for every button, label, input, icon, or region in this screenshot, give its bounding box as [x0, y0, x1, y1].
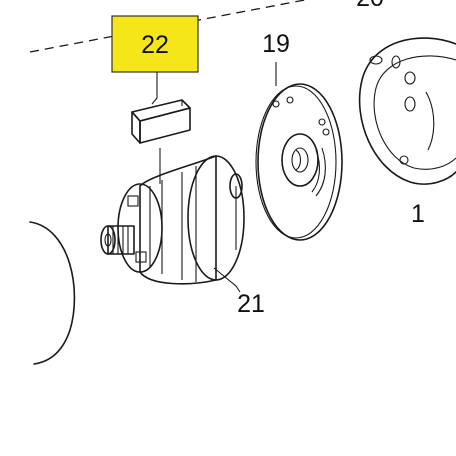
part-22-key[interactable] [131, 99, 191, 144]
part-20-gasket[interactable] [358, 37, 456, 185]
callout-22-highlight-box [111, 15, 199, 73]
callout-22-label: 22 [141, 31, 169, 59]
part-19-end-plate[interactable] [255, 83, 343, 241]
callout-21-label: 21 [237, 290, 265, 318]
callout-21-leader [213, 267, 241, 293]
callout-19-label: 19 [262, 30, 290, 58]
assembly-axis-dashed-line [29, 0, 309, 53]
callout-22-leader [151, 72, 158, 105]
motor-housing-partial [29, 221, 76, 365]
callout-22-group[interactable]: 22 [111, 15, 199, 73]
callout-20-label: 20 [356, 0, 384, 12]
callout-edge-label: 1 [411, 200, 425, 228]
part-21-rotor[interactable] [100, 155, 245, 285]
